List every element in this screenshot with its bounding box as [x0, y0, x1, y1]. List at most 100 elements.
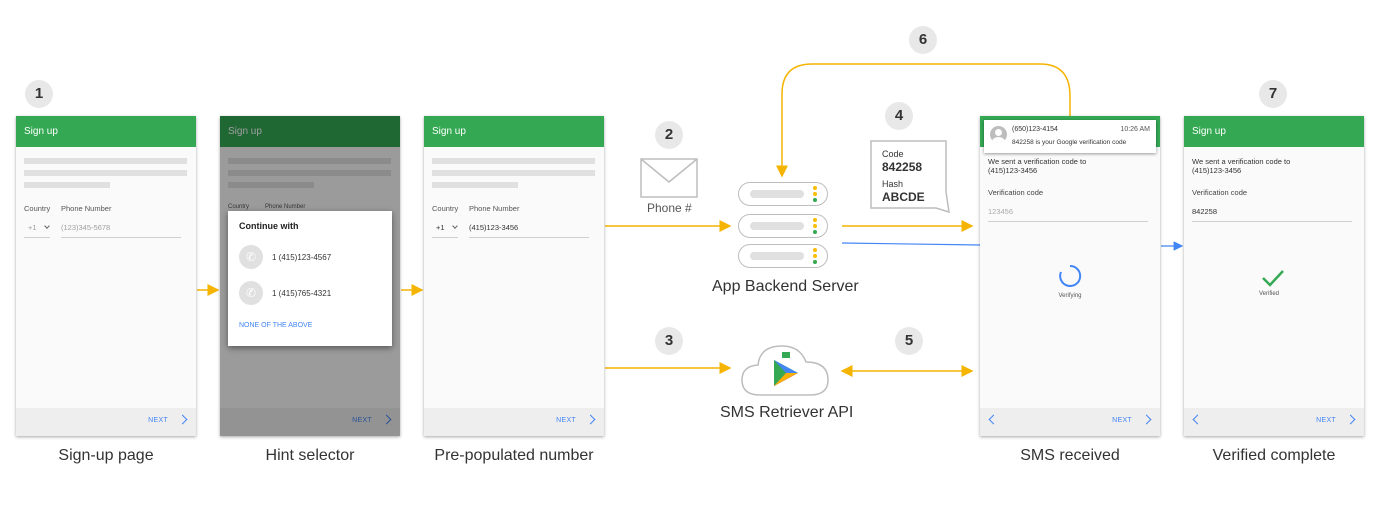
- step-badge-7: 7: [1259, 80, 1287, 108]
- envelope-icon: [640, 158, 698, 198]
- chevron-right-icon[interactable]: [585, 414, 596, 425]
- sent-text-line2: (415)123-3456: [988, 166, 1038, 175]
- notif-time: 10:26 AM: [1120, 126, 1150, 133]
- chevron-down-icon: [451, 223, 458, 229]
- phone-option-1[interactable]: ✆ 1 (415)123-4567: [239, 245, 384, 271]
- play-services-icon: [774, 352, 798, 386]
- caption-verified: Verified complete: [1212, 447, 1336, 464]
- none-of-the-above-button[interactable]: NONE OF THE ABOVE: [239, 322, 313, 329]
- step-badge-6: 6: [909, 26, 937, 54]
- chevron-left-icon[interactable]: [988, 414, 999, 425]
- bottom-bar: NEXT: [1184, 408, 1364, 436]
- country-underline: [24, 237, 50, 238]
- server-rack: [738, 214, 828, 238]
- verification-code-label: Verification code: [1192, 188, 1248, 197]
- api-label: SMS Retriever API: [720, 404, 854, 421]
- sent-text-line2: (415)123-3456: [1192, 166, 1242, 175]
- bottom-bar: NEXT: [424, 408, 604, 436]
- phone-input[interactable]: (415)123-3456: [469, 223, 519, 232]
- app-bar-title: Sign up: [220, 116, 400, 147]
- notif-sender: (650)123-4154: [1012, 126, 1058, 133]
- sms-notification[interactable]: (650)123-4154 10:26 AM 842258 is your Go…: [984, 120, 1156, 153]
- phone-underline: [469, 237, 589, 238]
- step-badge-3: 3: [655, 327, 683, 355]
- bottom-bar: NEXT: [220, 408, 400, 436]
- phone-icon: ✆: [239, 281, 263, 305]
- server-rack: [738, 182, 828, 206]
- caption-prepop: Pre-populated number: [434, 447, 594, 464]
- chevron-right-icon[interactable]: [1141, 414, 1152, 425]
- country-code-value: +1: [28, 223, 37, 232]
- verification-code-label: Verification code: [988, 188, 1044, 197]
- country-code-select[interactable]: +1: [28, 223, 50, 232]
- phone-number-label: Phone Number: [469, 204, 520, 213]
- sms-received-screen: (650)123-4154 10:26 AM 842258 is your Go…: [980, 116, 1160, 436]
- phone-number-label: Phone Number: [265, 204, 306, 210]
- verifying-status: Verifying: [1058, 293, 1082, 299]
- verified-screen: Sign up We sent a verification code to (…: [1184, 116, 1364, 436]
- arrow-sms-to-server-loop: [776, 63, 1071, 178]
- phone-number-label: Phone Number: [61, 204, 112, 213]
- placeholder-line: [432, 158, 595, 164]
- chevron-left-icon[interactable]: [1192, 414, 1203, 425]
- caption-hint: Hint selector: [265, 447, 355, 464]
- app-bar-dimmed: [220, 116, 400, 147]
- step-badge-1: 1: [25, 80, 53, 108]
- country-code-value: +1: [436, 223, 445, 232]
- signup-screen: Sign up Country Phone Number +1 (123)345…: [16, 116, 196, 436]
- server-label: App Backend Server: [712, 278, 859, 295]
- spinner-icon: [1059, 264, 1082, 287]
- phone-option-label: 1 (415)765-4321: [272, 289, 332, 298]
- sent-text-line1: We sent a verification code to: [988, 157, 1087, 166]
- phone-input[interactable]: (123)345-5678: [61, 223, 111, 232]
- sms-card-shape: [870, 140, 950, 214]
- arrow-server-to-sms-blue: [841, 242, 981, 246]
- phone-option-label: 1 (415)123-4567: [272, 253, 332, 262]
- country-label: Country: [228, 204, 250, 210]
- verification-code-value[interactable]: 842258: [1192, 207, 1218, 216]
- caption-sms: SMS received: [1020, 447, 1120, 464]
- chevron-right-icon[interactable]: [1345, 414, 1356, 425]
- placeholder-line: [228, 182, 314, 188]
- app-bar-title: Sign up: [16, 116, 196, 147]
- phone-hash-label: Phone #: [647, 201, 692, 215]
- placeholder-line: [228, 170, 391, 176]
- prepopulated-screen: Sign up Country Phone Number +1 (415)123…: [424, 116, 604, 436]
- step-badge-4: 4: [885, 102, 913, 130]
- caption-signup: Sign-up page: [58, 447, 154, 464]
- next-button[interactable]: NEXT: [352, 417, 372, 424]
- country-label: Country: [432, 204, 459, 213]
- code-underline: [1192, 221, 1352, 222]
- next-button[interactable]: NEXT: [1112, 417, 1132, 424]
- next-button[interactable]: NEXT: [148, 417, 168, 424]
- bottom-bar: NEXT: [16, 408, 196, 436]
- step-badge-2: 2: [655, 121, 683, 149]
- notif-body: 842258 is your Google verification code: [1012, 139, 1127, 146]
- code-underline: [988, 221, 1148, 222]
- placeholder-line: [228, 158, 391, 164]
- hint-dialog: Continue with ✆ 1 (415)123-4567 ✆ 1 (415…: [228, 211, 392, 346]
- server-rack: [738, 244, 828, 268]
- country-code-select[interactable]: +1: [436, 223, 458, 232]
- next-button[interactable]: NEXT: [556, 417, 576, 424]
- placeholder-line: [432, 170, 595, 176]
- dialog-title: Continue with: [239, 221, 299, 231]
- sent-text-line1: We sent a verification code to: [1192, 157, 1291, 166]
- card-hash-value: ABCDE: [882, 190, 925, 204]
- next-button[interactable]: NEXT: [1316, 417, 1336, 424]
- placeholder-line: [24, 158, 187, 164]
- chevron-down-icon: [43, 223, 50, 229]
- verification-code-input[interactable]: 123456: [988, 207, 1014, 216]
- phone-underline: [61, 237, 181, 238]
- card-code-label: Code: [882, 149, 904, 159]
- card-code-value: 842258: [882, 160, 923, 174]
- hint-selector-screen: Sign up Country Phone Number NEXT Contin…: [220, 116, 400, 436]
- country-label: Country: [24, 204, 51, 213]
- bottom-bar: NEXT: [980, 408, 1160, 436]
- placeholder-line: [432, 182, 518, 188]
- step-badge-5: 5: [895, 327, 923, 355]
- phone-option-2[interactable]: ✆ 1 (415)765-4321: [239, 281, 384, 307]
- chevron-right-icon[interactable]: [177, 414, 188, 425]
- checkmark-icon: [1262, 270, 1284, 287]
